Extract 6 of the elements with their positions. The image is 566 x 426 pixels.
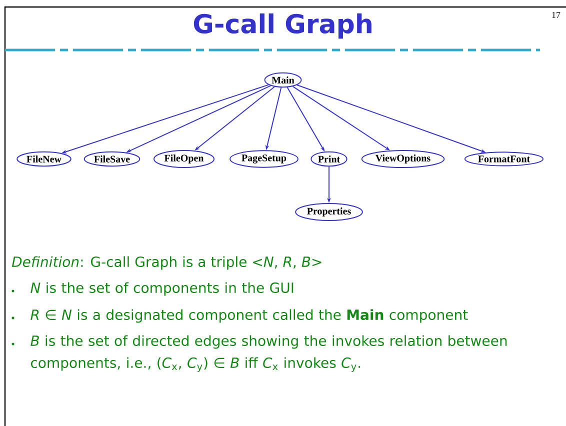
bullet-text: R ∈ N is a designated component called the Main component	[30, 309, 468, 323]
page-number: 17	[552, 12, 560, 18]
bullet-text: B is the set of directed edges showing the invokes relation between components, i.e., (C$_{x}$, C$_{y}$) ∈ B iff C$_{x}$ invokes C$_{y}$.	[30, 335, 507, 372]
slide-title: G-call Graph	[194, 13, 372, 39]
definition-text: Definition: G-call Graph is a triple <N, R, B>	[12, 256, 322, 270]
bullet-text: N is the set of components in the GUI	[30, 282, 294, 296]
